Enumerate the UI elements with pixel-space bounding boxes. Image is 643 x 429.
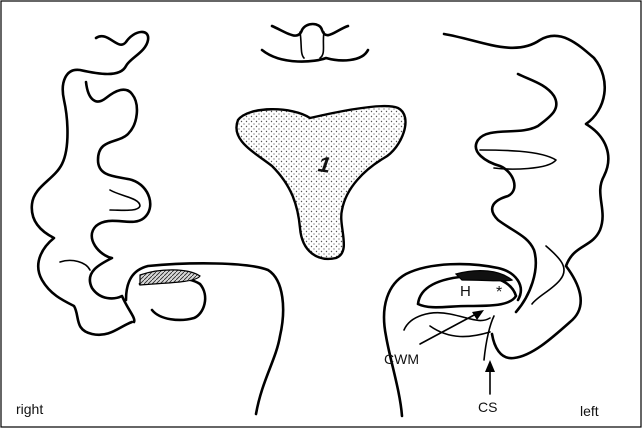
cs-label: CS [478, 399, 497, 415]
hippocampus-label: H [460, 283, 471, 300]
cwm-label: CWM [384, 351, 419, 367]
asterisk-marker: * [496, 284, 502, 301]
left-side-label: left [580, 403, 599, 419]
right-side-label: right [16, 401, 43, 417]
